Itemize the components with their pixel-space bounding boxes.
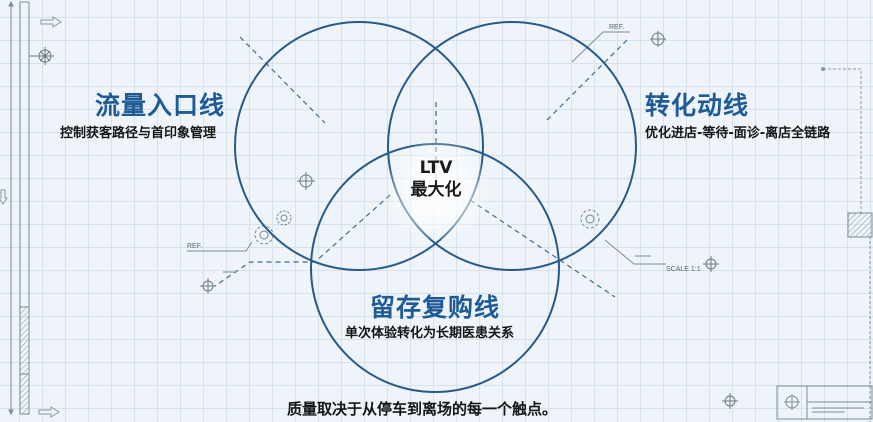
ref-label: REF. [609, 24, 625, 31]
circle-conversion [387, 21, 637, 271]
ref-label: REF. [187, 243, 203, 250]
center-line-2: 最大化 [410, 180, 462, 200]
retention-title: 留存复购线 [370, 293, 501, 322]
footer-caption: 质量取决于从停车到离场的每一个触点。 [287, 400, 558, 418]
venn-circles [234, 21, 637, 393]
hatched-block [847, 212, 873, 238]
center-glow [385, 140, 490, 240]
ruler-hatch [19, 306, 30, 415]
conversion-subtitle: 优化进店-等待-面诊-离店全链路 [645, 126, 831, 141]
traffic-title: 流量入口线 [95, 91, 226, 120]
circle-traffic [234, 21, 484, 271]
retention-subtitle: 单次体验转化为长期医患关系 [345, 326, 515, 341]
hollow-arrow-icon [0, 16, 62, 418]
conversion-title: 转化动线 [645, 91, 750, 120]
leader-lines [187, 31, 666, 265]
center-line-1: LTV [419, 158, 453, 178]
title-block [776, 385, 873, 420]
scale-label: SCALE 1:1 [666, 266, 701, 273]
traffic-subtitle: 控制获客路径与首印象管理 [60, 126, 217, 141]
crosshair-icon [29, 31, 738, 409]
center-label: LTV 最大化 [396, 157, 476, 201]
